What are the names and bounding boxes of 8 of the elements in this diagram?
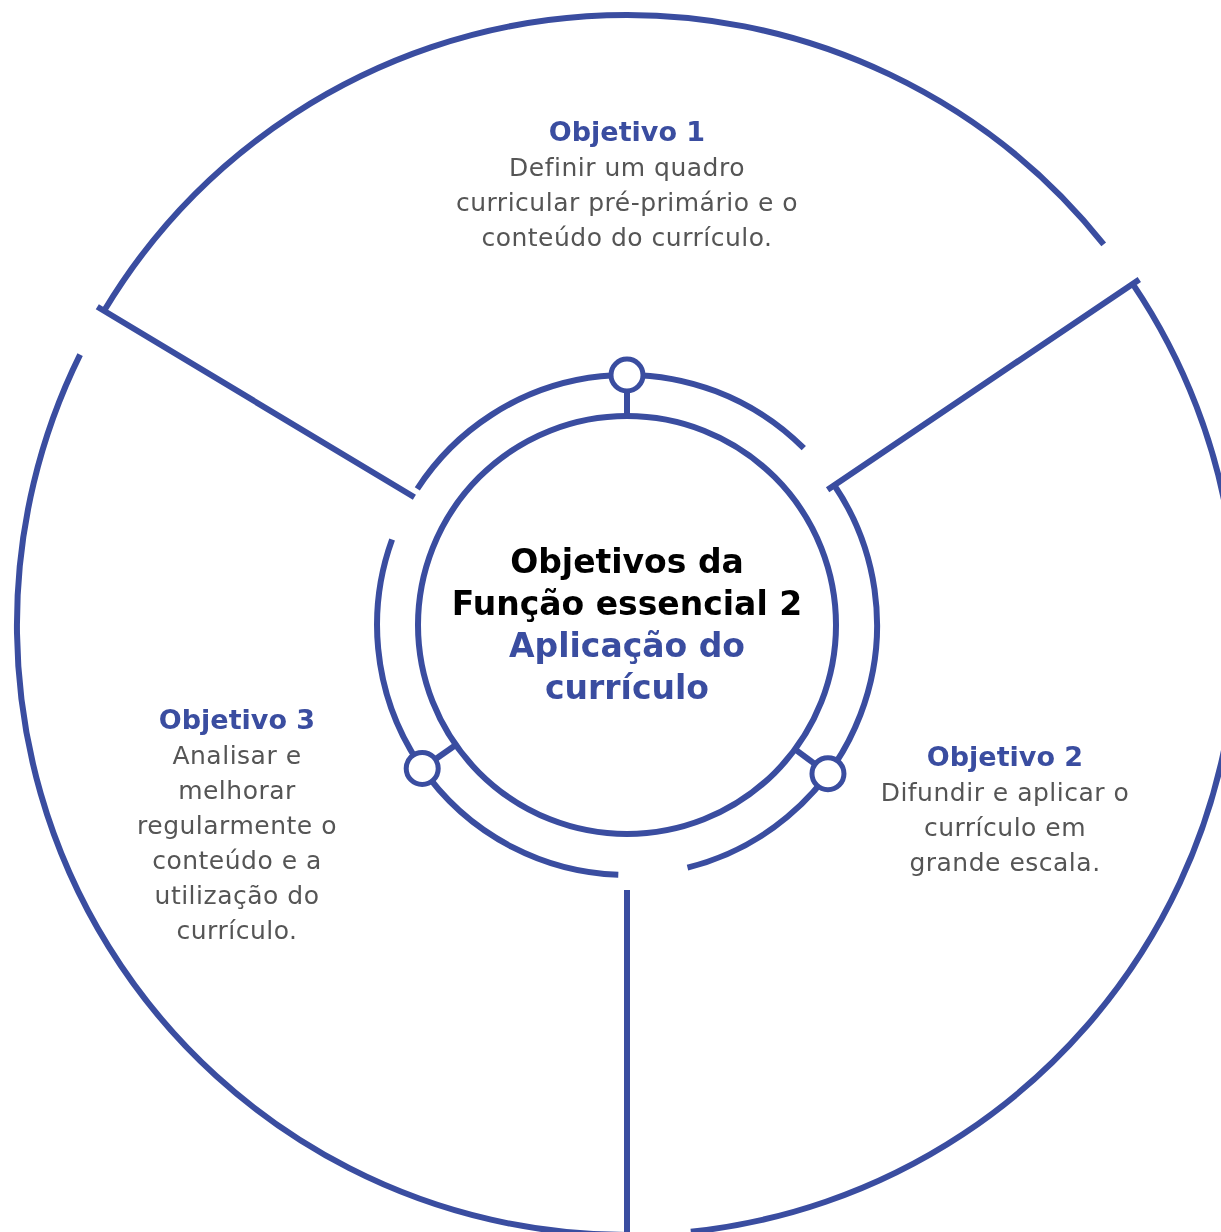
center-subtitle: Aplicação do currículo	[508, 625, 746, 709]
objective-description: Difundir e aplicar o currículo em grande escala.	[879, 777, 1131, 879]
objective-heading: Objetivo 2	[925, 740, 1085, 774]
center-title: Objetivos da Função essencial 2	[450, 541, 804, 625]
objective-description: Definir um quadro curricular pré-primário e o conteúdo do currículo.	[454, 152, 800, 254]
objective-description: Analisar e melhorar regularmente o conteúdo e a utilização do currículo.	[136, 740, 338, 947]
objective-heading: Objetivo 1	[547, 115, 707, 149]
objective-heading: Objetivo 3	[157, 703, 317, 737]
